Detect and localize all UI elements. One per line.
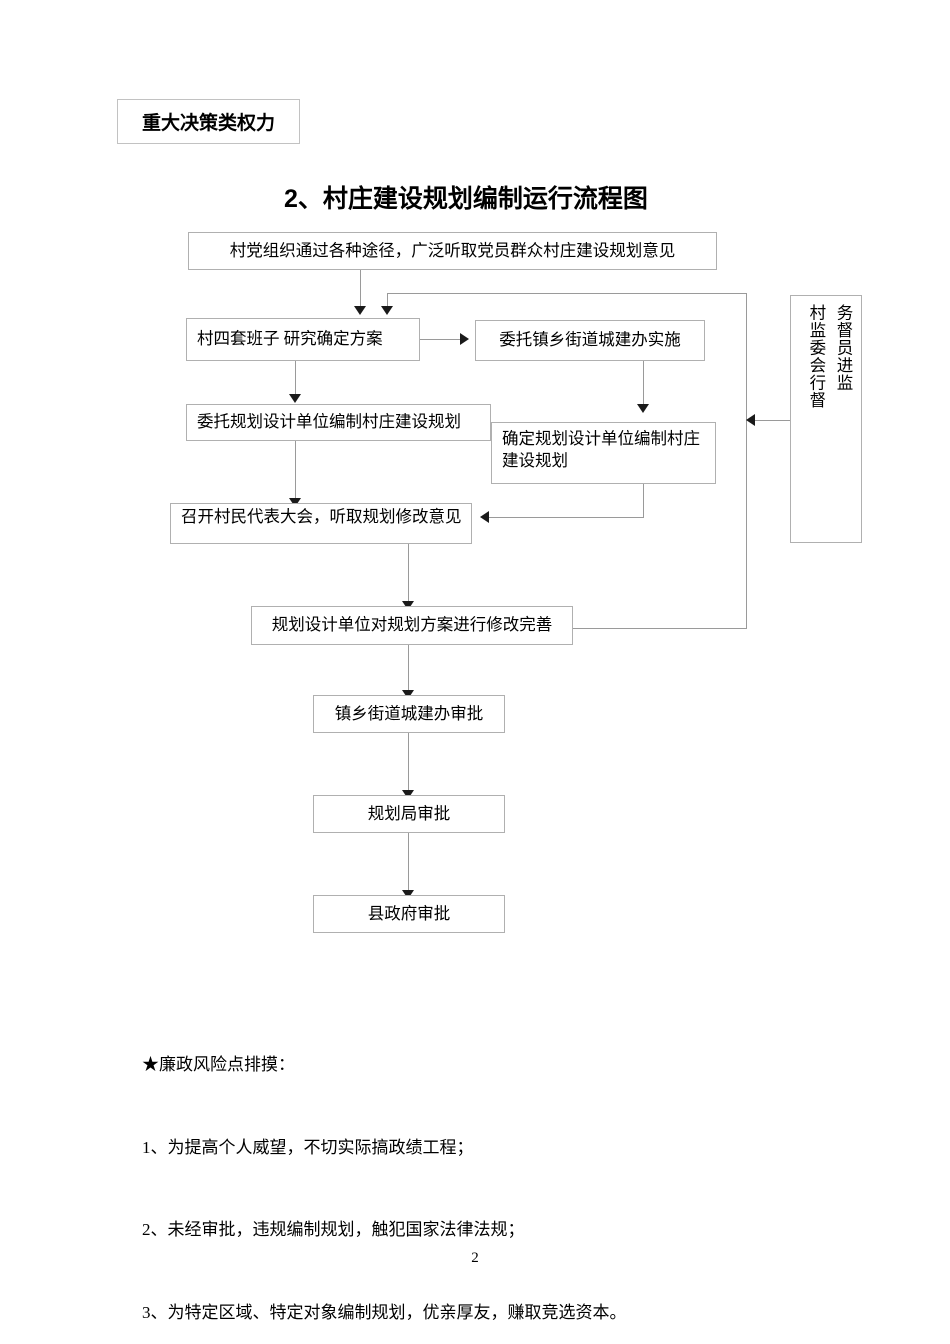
node-label: 委托镇乡街道城建办实施 (499, 330, 681, 350)
node-villager-representative-meeting[interactable]: 召开村民代表大会，听取规划修改意见 (170, 503, 472, 544)
category-tag-box: 重大决策类权力 (117, 99, 300, 144)
connector-n3-to-n5 (643, 361, 644, 409)
supervision-columns: 务督员进监 村监委会行督 (791, 296, 861, 409)
supervision-column-left: 村监委会行督 (806, 304, 826, 409)
node-label: 规划设计单位对规划方案进行修改完善 (271, 615, 553, 635)
page-title: 2、村庄建设规划编制运行流程图 (284, 185, 648, 213)
arrowhead-n8-to-n9 (402, 790, 414, 799)
page-number: 2 (471, 1250, 479, 1266)
arrowhead-n7-to-n8 (402, 690, 414, 699)
node-village-party-opinion[interactable]: 村党组织通过各种途径，广泛听取党员群众村庄建设规划意见 (188, 232, 717, 270)
arrowhead-n2-to-n4 (289, 394, 301, 403)
arrowhead-n2-to-n3 (460, 333, 469, 345)
connector-n5-to-n6 (489, 517, 644, 518)
node-label: 规划局审批 (367, 803, 451, 823)
node-confirm-planning-design-unit[interactable]: 确定规划设计单位编制村庄 建设规划 (491, 422, 716, 484)
risk-item: 3、为特定区域、特定对象编制规划，优亲厚友，赚取竞选资本。 (142, 1302, 627, 1322)
node-label: 村四套班子 研究确定方案 (197, 329, 383, 349)
node-town-urban-office-approval[interactable]: 镇乡街道城建办审批 (313, 695, 505, 733)
arrowhead-n4-to-n6 (289, 498, 301, 507)
risk-item: 1、为提高个人威望，不切实际搞政绩工程； (142, 1137, 474, 1157)
node-entrust-planning-design-unit[interactable]: 委托规划设计单位编制村庄建设规划 (186, 404, 491, 441)
node-design-unit-revise-plan[interactable]: 规划设计单位对规划方案进行修改完善 (251, 606, 573, 645)
connector-n7-to-n8 (408, 645, 409, 695)
connector-n1-to-n2 (360, 270, 361, 312)
supervision-column-right: 务督员进监 (834, 304, 853, 392)
notes-block: ★廉政风险点排摸： 1、为提高个人威望，不切实际搞政绩工程； 2、未经审批，违规… (142, 996, 627, 1344)
risk-heading: ★廉政风险点排摸： (142, 1055, 295, 1075)
node-label: 镇乡街道城建办审批 (334, 703, 484, 723)
connector-n6-to-n7 (408, 544, 409, 606)
connector-right-trunk (746, 293, 747, 628)
arrowhead-supervision-to-flow (746, 414, 755, 426)
connector-top-trunk (387, 293, 746, 294)
arrowhead-n1-to-n2 (354, 306, 366, 315)
node-planning-bureau-approval[interactable]: 规划局审批 (313, 795, 505, 833)
node-four-teams-decide-plan[interactable]: 村四套班子 研究确定方案 (186, 318, 420, 361)
node-label: 村党组织通过各种途径，广泛听取党员群众村庄建设规划意见 (229, 240, 676, 260)
connector-trunk-to-n7 (573, 628, 747, 629)
node-label: 召开村民代表大会，听取规划修改意见 (181, 507, 462, 526)
connector-n4-to-n6 (295, 441, 296, 503)
connector-n5-down (643, 484, 644, 518)
risk-item: 2、未经审批，违规编制规划，触犯国家法律法规； (142, 1220, 525, 1240)
connector-n2-to-n3 (420, 339, 460, 340)
connector-trunk-to-n2 (387, 293, 388, 312)
node-label: 确定规划设计单位编制村庄 建设规划 (502, 429, 700, 471)
arrowhead-n5-to-n6 (480, 511, 489, 523)
connector-supervision-to-flow (755, 420, 791, 421)
arrowhead-n3-to-n5 (637, 404, 649, 413)
connector-n9-to-n10 (408, 833, 409, 895)
arrowhead-trunk-to-n2 (381, 306, 393, 315)
node-village-affairs-supervision[interactable]: 务督员进监 村监委会行督 (790, 295, 862, 543)
connector-n2-to-n4 (295, 361, 296, 399)
arrowhead-n6-to-n7 (402, 601, 414, 610)
arrowhead-n9-to-n10 (402, 890, 414, 899)
node-label: 委托规划设计单位编制村庄建设规划 (197, 412, 461, 432)
node-entrust-town-urban-office[interactable]: 委托镇乡街道城建办实施 (475, 320, 705, 361)
connector-n8-to-n9 (408, 733, 409, 795)
category-tag-label: 重大决策类权力 (141, 113, 275, 134)
node-county-government-approval[interactable]: 县政府审批 (313, 895, 505, 933)
node-label: 县政府审批 (367, 903, 451, 923)
